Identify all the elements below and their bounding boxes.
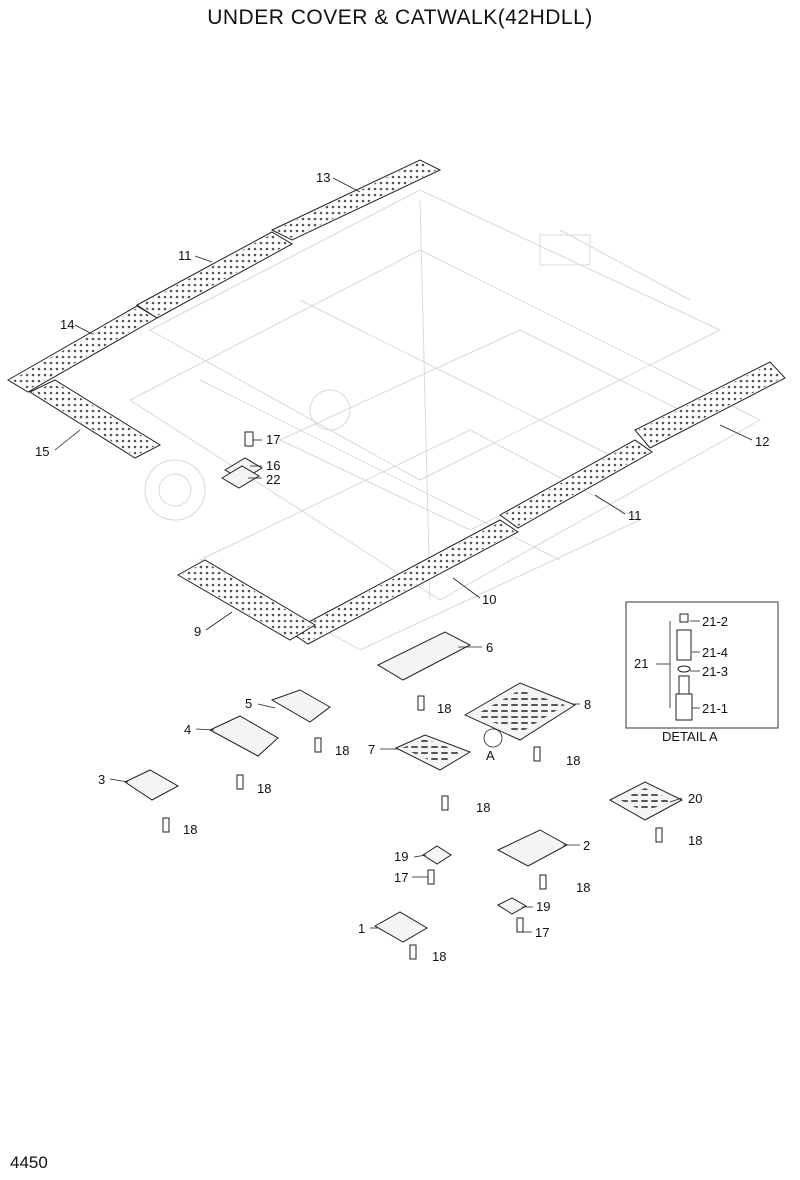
cover-2 [496, 829, 569, 867]
callout-9: 9 [194, 624, 201, 639]
plate-19-upper [422, 845, 452, 865]
detail-part-21-1: 21-1 [702, 701, 728, 716]
callout-17-bolt: 17 [266, 432, 280, 447]
callout-11-lower: 11 [628, 508, 642, 523]
plate-19-lower [496, 897, 528, 915]
detail-part-21-3: 21-3 [702, 664, 728, 679]
callout-6: 6 [486, 640, 493, 655]
cover-1 [373, 911, 428, 943]
callout-19-upper: 19 [394, 849, 408, 864]
detail-part-21-4: 21-4 [702, 645, 728, 660]
callout-18-cover-2: 18 [576, 880, 590, 895]
cover-6 [376, 631, 472, 681]
catwalk-13 [270, 159, 442, 241]
detail-part-21-2: 21-2 [702, 614, 728, 629]
callout-4: 4 [184, 722, 191, 737]
detail-a-marker [483, 728, 503, 748]
callout-13: 13 [316, 170, 330, 185]
callout-18-cover-8: 18 [566, 753, 580, 768]
bracket-16-22 [221, 457, 263, 489]
callout-22: 22 [266, 472, 280, 487]
catwalk-14 [7, 305, 158, 393]
callout-18-cover-3: 18 [183, 822, 197, 837]
catwalk-11-lower [499, 439, 653, 529]
callout-18-cover-7: 18 [476, 800, 490, 815]
detail-a-caption: DETAIL A [662, 729, 718, 744]
catwalk-12 [634, 361, 786, 449]
callout-18-cover-5: 18 [335, 743, 349, 758]
leader-lines [54, 177, 753, 933]
callout-12: 12 [755, 434, 769, 449]
callout-16: 16 [266, 458, 280, 473]
callout-10: 10 [482, 592, 496, 607]
callout-17-upper: 17 [394, 870, 408, 885]
catwalk-9 [176, 559, 316, 641]
callout-1: 1 [358, 921, 365, 936]
callout-14: 14 [60, 317, 74, 332]
cover-5 [270, 689, 331, 723]
catwalk-11-upper [136, 231, 294, 319]
callout-labels: 13 11 14 15 12 11 10 9 17 16 22 6 5 4 8 … [35, 170, 769, 964]
callout-5: 5 [245, 696, 252, 711]
cover-4 [208, 715, 279, 757]
cover-7 [394, 734, 472, 771]
cover-8 [463, 682, 577, 741]
callout-18-cover-4: 18 [257, 781, 271, 796]
page-number: 4450 [10, 1153, 48, 1172]
callout-8: 8 [584, 697, 591, 712]
callout-18-cover-6: 18 [437, 701, 451, 716]
callout-3: 3 [98, 772, 105, 787]
catwalk-10 [289, 519, 519, 645]
callout-2: 2 [583, 838, 590, 853]
detail-group-label: 21 [634, 656, 648, 671]
cover-20 [608, 781, 684, 821]
detail-a-callout: A [486, 748, 495, 763]
cover-3 [123, 769, 180, 801]
callout-18-cover-1: 18 [432, 949, 446, 964]
bolt-icons [162, 431, 663, 960]
catwalk-15 [28, 379, 162, 459]
detail-a-box [625, 601, 779, 729]
callout-19-lower: 19 [536, 899, 550, 914]
callout-17-lower: 17 [535, 925, 549, 940]
callout-7: 7 [368, 742, 375, 757]
callout-15: 15 [35, 444, 49, 459]
callout-18-cover-20: 18 [688, 833, 702, 848]
callout-11-upper: 11 [178, 248, 192, 263]
callout-20: 20 [688, 791, 702, 806]
page-title: UNDER COVER & CATWALK(42HDLL) [207, 6, 593, 29]
